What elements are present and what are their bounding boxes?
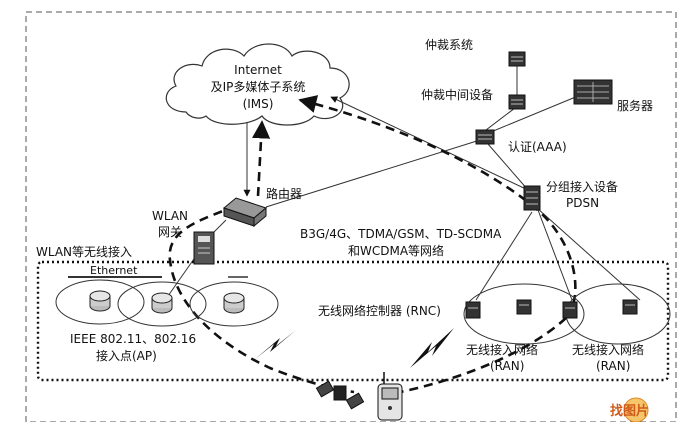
router-icon bbox=[222, 197, 268, 228]
ap-coverage-2 bbox=[117, 281, 207, 327]
networks-label-line1: B3G/4G、TDMA/GSM、TD-SCDMA bbox=[300, 227, 502, 241]
lightning-bolt-icon bbox=[254, 330, 296, 360]
flow-router-to-cloud bbox=[252, 120, 271, 197]
packet-access-label: 分组接入设备 bbox=[546, 179, 618, 194]
networks-label-line2: 和WCDMA等网络 bbox=[348, 243, 444, 258]
base-station-2-icon bbox=[622, 299, 638, 315]
aaa-to-middleware-link bbox=[485, 107, 516, 131]
pdsn-to-ran2-link bbox=[527, 199, 641, 301]
wireless-links bbox=[254, 328, 454, 368]
gateway-to-ap-link bbox=[167, 255, 197, 297]
ran-2-label-line2: (RAN) bbox=[596, 359, 630, 373]
arbitration-middleware-icon bbox=[508, 94, 526, 110]
flow-ran-to-phone bbox=[399, 317, 567, 394]
server-label: 服务器 bbox=[617, 98, 653, 113]
pdsn-icon bbox=[523, 185, 541, 211]
rnc-label: 无线网络控制器 (RNC) bbox=[318, 303, 441, 318]
wlan-gateway-label-line2: 网关 bbox=[158, 225, 182, 239]
rnc-1-icon bbox=[465, 301, 481, 319]
lightning-bolt-icon bbox=[410, 328, 454, 368]
wlan-access-title: WLAN等无线接入 bbox=[36, 244, 132, 259]
aaa-label: 认证(AAA) bbox=[508, 140, 567, 154]
disk-icon bbox=[89, 290, 111, 312]
pdsn-to-rnc1-link bbox=[475, 211, 533, 301]
access-points bbox=[89, 290, 245, 314]
ap-label-line2: 接入点(AP) bbox=[96, 348, 157, 363]
ap-coverage-1 bbox=[55, 279, 145, 325]
watermark: 找图片 bbox=[610, 397, 649, 423]
cloud-line2: 及IP多媒体子系统 bbox=[211, 80, 306, 94]
ran-2-label-line1: 无线接入网络 bbox=[572, 342, 644, 357]
ran-coverage-2 bbox=[565, 283, 671, 345]
ran-1-label-line2: (RAN) bbox=[490, 359, 524, 373]
aaa-to-server-link bbox=[485, 95, 579, 135]
cloud-line3: (IMS) bbox=[243, 97, 274, 111]
access-region bbox=[36, 260, 670, 382]
aaa-to-pdsn-link bbox=[487, 143, 529, 191]
ran-1-label-line1: 无线接入网络 bbox=[466, 342, 538, 357]
flow-cloud-to-ran bbox=[298, 95, 577, 319]
mobile-phone-icon bbox=[377, 372, 403, 421]
wlan-gateway-label-line1: WLAN bbox=[152, 209, 188, 223]
disk-icon bbox=[223, 292, 245, 314]
ran-coverage-1 bbox=[463, 283, 585, 345]
wlan-gateway-icon bbox=[193, 231, 215, 265]
server-icon bbox=[573, 79, 613, 105]
internet-ims-cloud: Internet 及IP多媒体子系统 (IMS) bbox=[165, 43, 350, 126]
base-station-1-icon bbox=[516, 299, 532, 315]
cloud-line1: Internet bbox=[234, 63, 282, 77]
equipment bbox=[193, 51, 638, 319]
ap-coverage-3 bbox=[189, 281, 279, 327]
rnc-2-icon bbox=[562, 301, 578, 319]
ethernet-label: Ethernet bbox=[90, 264, 138, 277]
ap-label-line1: IEEE 802.11、802.16 bbox=[70, 332, 196, 346]
pdsn-to-rnc2-link bbox=[537, 209, 573, 301]
arbitration-middleware-label: 仲裁中间设备 bbox=[421, 87, 493, 102]
watermark-text: 找图片 bbox=[610, 403, 649, 419]
disk-icon bbox=[151, 292, 173, 314]
arbitration-system-icon bbox=[508, 51, 526, 67]
arbitration-system-label: 仲裁系统 bbox=[425, 38, 473, 52]
diagram-labels: 仲裁系统 仲裁中间设备 服务器 认证(AAA) 分组接入设备 PDSN 路由器 … bbox=[36, 38, 653, 373]
satellite-icon bbox=[315, 380, 365, 410]
router-label: 路由器 bbox=[266, 186, 302, 201]
pdsn-label: PDSN bbox=[566, 196, 599, 210]
aaa-icon bbox=[475, 129, 495, 145]
